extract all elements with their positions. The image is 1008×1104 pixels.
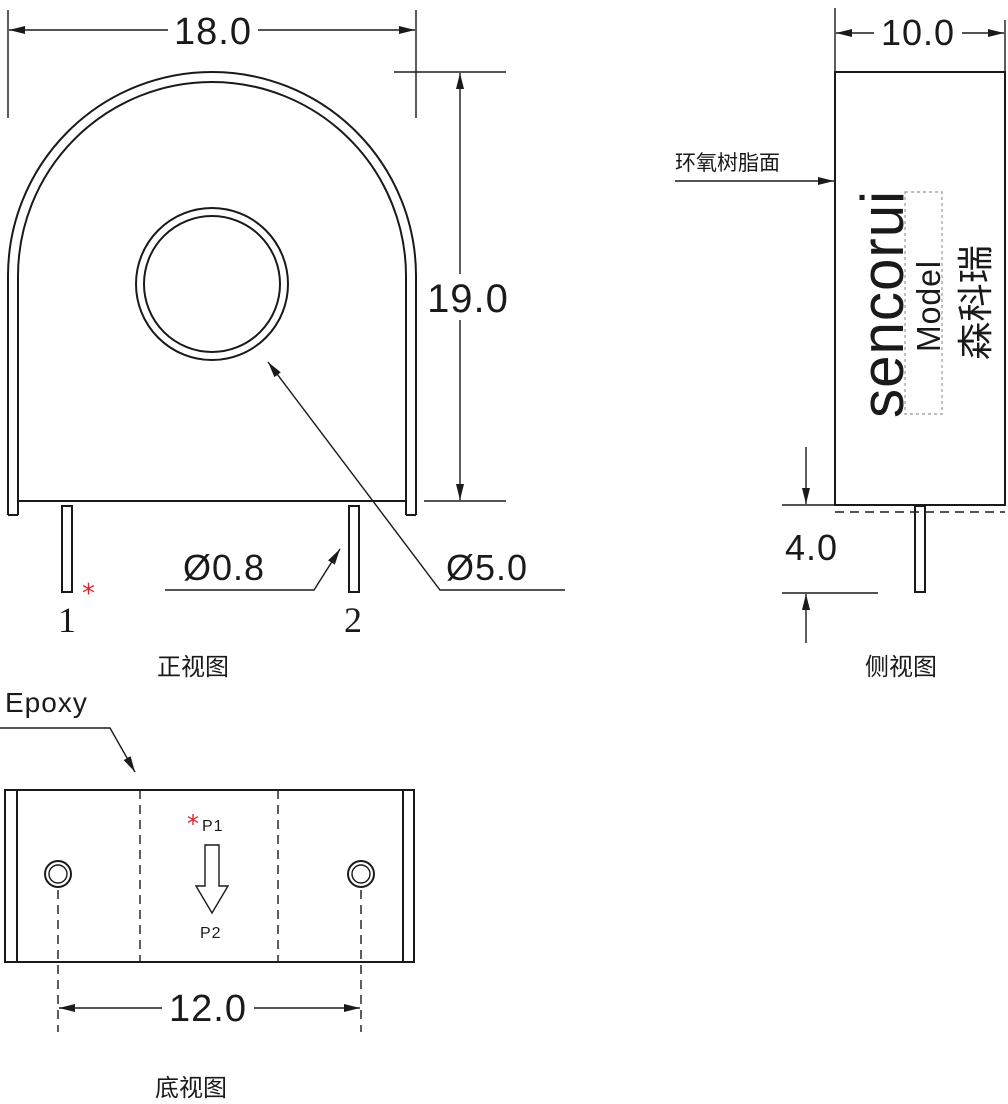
model-dashed-box bbox=[904, 191, 943, 415]
p1-marker: * bbox=[187, 810, 199, 838]
brand-cn-label: 森科瑞 bbox=[956, 245, 997, 360]
front-body-outer bbox=[7, 71, 417, 515]
front-view-caption: 正视图 bbox=[157, 653, 229, 681]
through-hole-inner bbox=[143, 215, 281, 353]
hole-diameter-value: Ø5.0 bbox=[446, 547, 528, 588]
pin-hole-right-outer bbox=[347, 860, 375, 888]
epoxy-label: Epoxy bbox=[5, 687, 88, 718]
depth-dim-value: 10.0 bbox=[881, 12, 955, 53]
epoxy-leader bbox=[0, 727, 136, 773]
front-view: 1 * 2 18.0 19.0 Ø0.8 Ø5.0 正视图 bbox=[7, 10, 565, 681]
current-direction-arrow bbox=[194, 844, 230, 915]
pin-1 bbox=[61, 505, 73, 593]
side-view-caption: 侧视图 bbox=[865, 653, 937, 681]
pin-1-label: 1 bbox=[58, 600, 76, 640]
hole-diameter-leader bbox=[267, 361, 565, 591]
model-label: Model bbox=[910, 260, 947, 352]
front-body-inner bbox=[17, 81, 407, 515]
through-hole-outer bbox=[135, 207, 289, 361]
p2-label: P2 bbox=[200, 925, 222, 942]
epoxy-face-label: 环氧树脂面 bbox=[675, 151, 780, 175]
pin-2-label: 2 bbox=[344, 600, 362, 640]
pin-diameter-value: Ø0.8 bbox=[183, 547, 265, 588]
p1-label: P1 bbox=[202, 818, 224, 835]
bottom-view-caption: 底视图 bbox=[155, 1074, 227, 1102]
bottom-view: Epoxy * P1 P2 12.0 底视图 bbox=[0, 687, 415, 1102]
pin-hole-right-inner bbox=[351, 864, 371, 884]
pin-hole-left-inner bbox=[48, 864, 68, 884]
width-dim-value: 18.0 bbox=[174, 11, 252, 53]
side-view: 10.0 环氧树脂面 sencorui Model 森科瑞 4.0 侧视图 bbox=[675, 8, 1006, 681]
side-pin bbox=[914, 505, 926, 593]
pin-hole-left-outer bbox=[44, 860, 72, 888]
pin-2 bbox=[348, 505, 360, 593]
pin-spacing-value: 12.0 bbox=[169, 988, 247, 1030]
bottom-body bbox=[4, 789, 415, 963]
height-dim-value: 19.0 bbox=[427, 277, 509, 321]
brand-logo: sencorui bbox=[849, 190, 916, 418]
pin-length-value: 4.0 bbox=[785, 527, 838, 568]
pin-diameter-leader bbox=[165, 548, 341, 591]
pin-1-marker: * bbox=[82, 579, 95, 609]
